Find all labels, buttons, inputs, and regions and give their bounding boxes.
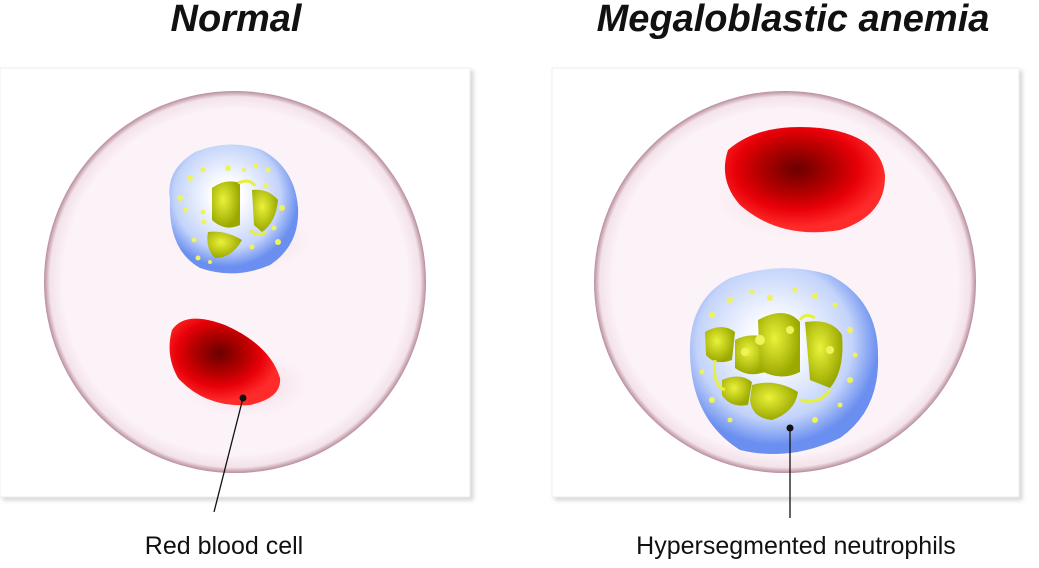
label-red-blood-cell: Red blood cell [144,532,304,560]
megaloblastic-panel [551,67,1020,518]
label-hypersegmented-neutrophils: Hypersegmented neutrophils [636,532,956,560]
petri-dish [44,91,426,473]
red-blood-cell [724,126,886,233]
red-blood-cell [169,318,281,406]
pointer-dot [786,424,794,432]
panel-title-normal: Normal [170,0,302,40]
normal-panel [0,67,471,513]
hypersegmented-neutrophil [689,268,879,454]
pointer-dot [239,394,247,402]
pointer-line [213,397,244,513]
neutrophil-normal [169,144,299,274]
panel-title-megaloblastic: Megaloblastic anemia [596,0,990,40]
